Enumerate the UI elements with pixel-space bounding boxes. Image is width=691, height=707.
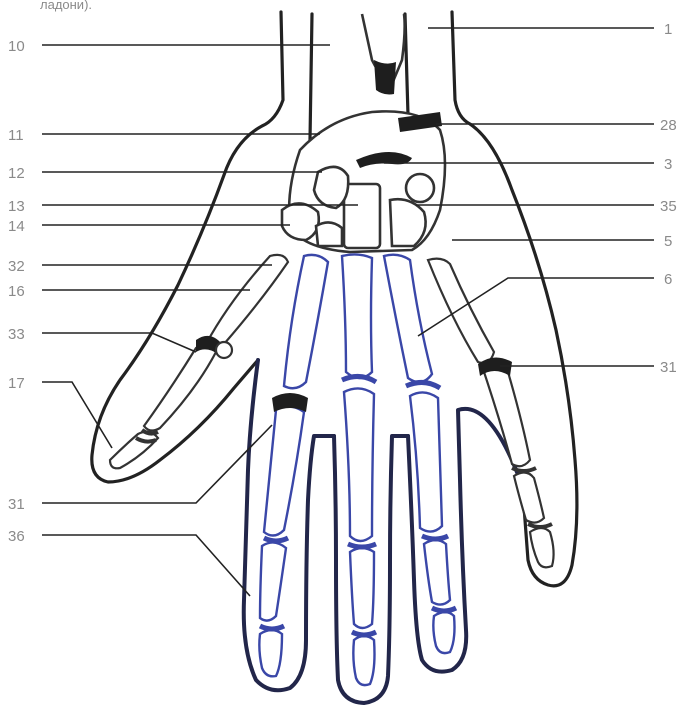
label-31-right: 31 bbox=[660, 359, 677, 376]
phalanges bbox=[110, 346, 554, 685]
label-12: 12 bbox=[8, 165, 25, 182]
leader-33 bbox=[42, 333, 196, 352]
label-5: 5 bbox=[664, 233, 672, 250]
label-32: 32 bbox=[8, 258, 25, 275]
label-1: 1 bbox=[664, 21, 672, 38]
label-16: 16 bbox=[8, 283, 25, 300]
capitate-bone bbox=[344, 184, 380, 248]
label-3: 3 bbox=[664, 156, 672, 173]
label-14: 14 bbox=[8, 218, 25, 235]
label-35: 35 bbox=[660, 198, 677, 215]
label-28: 28 bbox=[660, 117, 677, 134]
label-36: 36 bbox=[8, 528, 25, 545]
label-33: 33 bbox=[8, 326, 25, 343]
label-13: 13 bbox=[8, 198, 25, 215]
left-labels: 10 11 12 13 14 32 16 33 17 31 36 bbox=[8, 38, 25, 545]
label-6: 6 bbox=[664, 271, 672, 288]
label-31-left: 31 bbox=[8, 496, 25, 513]
label-10: 10 bbox=[8, 38, 25, 55]
label-17: 17 bbox=[8, 375, 25, 392]
carpal-bones bbox=[282, 14, 445, 252]
leader-36 bbox=[42, 535, 250, 596]
sesamoid-bone bbox=[216, 342, 232, 358]
label-11: 11 bbox=[8, 127, 24, 144]
pisiform-bone bbox=[406, 174, 434, 202]
right-labels: 1 28 3 35 5 6 31 bbox=[660, 21, 677, 376]
